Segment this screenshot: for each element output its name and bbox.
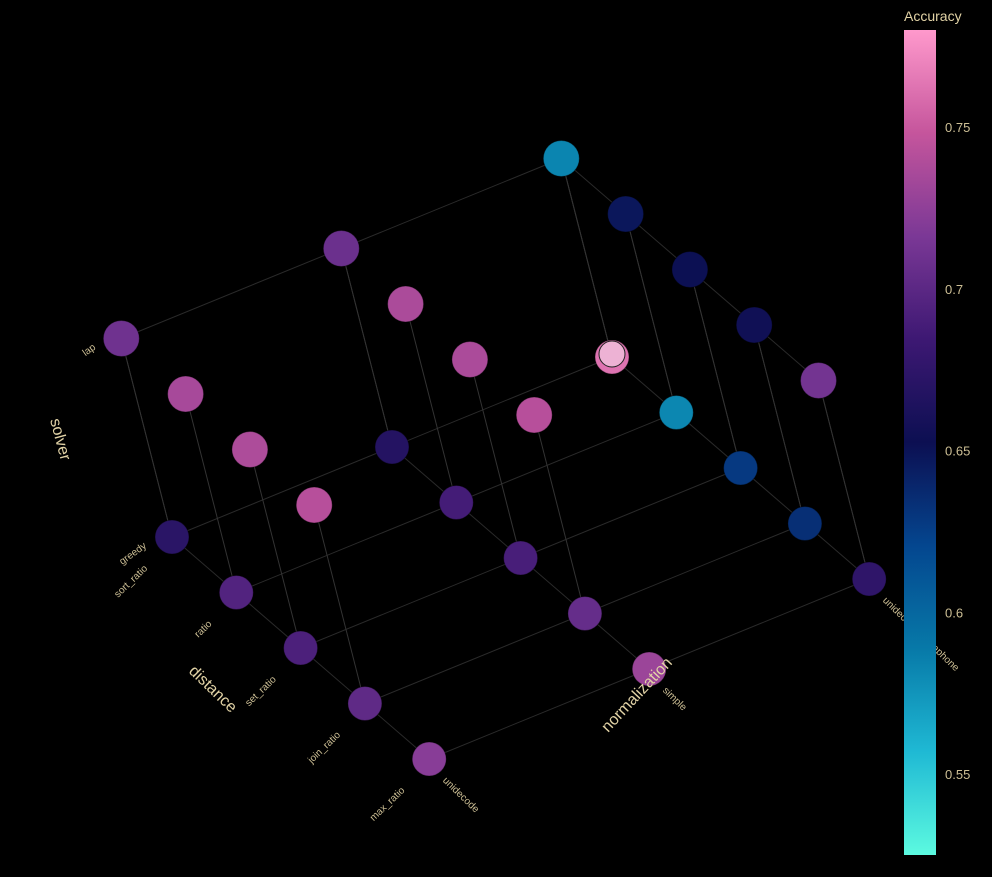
colorbar-title: Accuracy [904, 8, 962, 24]
drop-line [560, 158, 613, 358]
data-point[interactable] [167, 375, 205, 413]
solver-tick-label: greedy [118, 541, 149, 568]
data-point[interactable] [787, 506, 823, 541]
drop-line [689, 269, 742, 469]
drop-line [405, 303, 457, 503]
data-point[interactable] [631, 651, 667, 687]
data-point[interactable] [451, 341, 489, 378]
data-point[interactable] [102, 320, 140, 357]
drop-line [185, 393, 237, 593]
data-point[interactable] [607, 195, 645, 233]
colorbar-tick-label: 0.75 [945, 120, 970, 135]
data-point[interactable] [231, 431, 269, 468]
distance-tick-label: sort_ratio [112, 563, 150, 600]
data-point[interactable] [218, 575, 254, 610]
distance-tick-label: join_ratio [305, 729, 343, 766]
drop-line [469, 359, 522, 559]
normalization-tick-label: simple [660, 685, 689, 713]
normalization-tick-label: unidecode [440, 775, 481, 815]
data-point[interactable] [658, 395, 694, 430]
data-point[interactable] [800, 362, 837, 399]
drop-line [249, 449, 302, 649]
data-point[interactable] [735, 306, 773, 344]
data-point[interactable] [374, 429, 410, 465]
data-point[interactable] [671, 251, 709, 288]
colorbar-tick-label: 0.65 [945, 444, 970, 459]
data-point[interactable] [542, 140, 580, 177]
colorbar-tick-label: 0.55 [945, 767, 970, 782]
colorbar: Accuracy 0.55 0.6 0.65 0.7 0.75 [904, 8, 970, 855]
colorbar-tick-label: 0.7 [945, 282, 963, 297]
data-point[interactable] [438, 485, 474, 520]
drop-lines [120, 158, 870, 704]
drop-line [753, 324, 806, 524]
data-point[interactable] [387, 285, 425, 323]
data-points[interactable] [102, 140, 887, 777]
data-point[interactable] [347, 686, 383, 721]
drop-line [533, 414, 586, 614]
data-point[interactable] [515, 396, 553, 434]
hover-highlight [598, 340, 626, 368]
colorbar-tick-label: 0.6 [945, 605, 963, 620]
data-point[interactable] [594, 339, 630, 375]
solver-tick-label: lap [81, 342, 99, 359]
data-point[interactable] [503, 540, 539, 576]
drop-line [625, 213, 677, 413]
distance-tick-label: set_ratio [243, 674, 279, 709]
axis-title-distance: distance [185, 663, 240, 717]
drop-line [313, 504, 366, 704]
data-point[interactable] [295, 486, 333, 524]
data-point[interactable] [154, 519, 190, 555]
data-point[interactable] [411, 741, 447, 777]
data-point[interactable] [723, 450, 759, 486]
axis-title-solver: solver [46, 417, 74, 463]
drop-line [120, 338, 173, 538]
drop-line [818, 380, 870, 580]
data-point[interactable] [322, 230, 360, 267]
colorbar-gradient [904, 30, 936, 855]
data-point[interactable] [283, 630, 319, 666]
distance-tick-label: ratio [193, 618, 215, 640]
drop-line [340, 248, 393, 448]
data-point[interactable] [567, 596, 603, 631]
distance-tick-label: max_ratio [368, 785, 408, 824]
data-point[interactable] [851, 561, 887, 597]
